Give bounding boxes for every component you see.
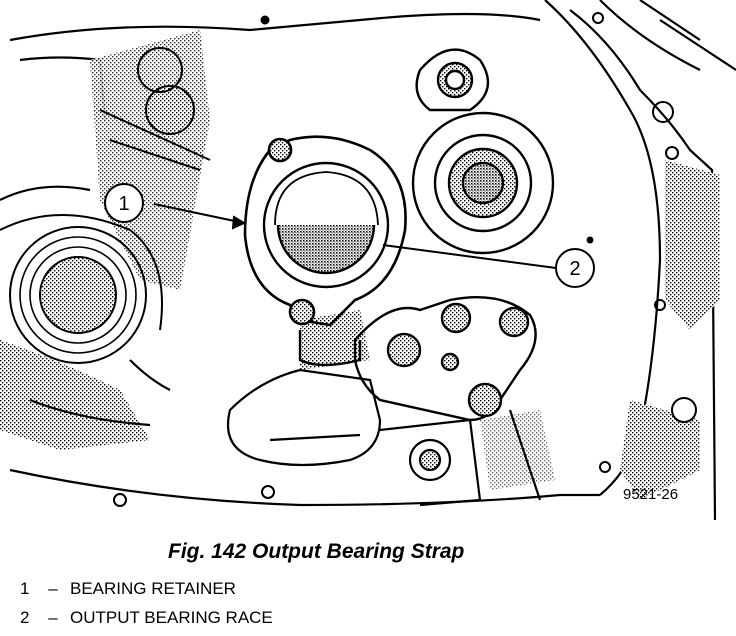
legend-item: 1–BEARING RETAINER: [20, 574, 273, 603]
case-bolts: [113, 12, 697, 507]
callout-2: 2: [555, 248, 595, 288]
legend-item-label: BEARING RETAINER: [70, 579, 236, 598]
transmission-diagram: 1 2: [0, 0, 736, 520]
leader-lines: [153, 203, 557, 269]
legend-item: 2–OUTPUT BEARING RACE: [20, 603, 273, 632]
figure-code: 9521-26: [623, 486, 679, 503]
legend: 1–BEARING RETAINER 2–OUTPUT BEARING RACE: [20, 574, 273, 632]
legend-item-dash: –: [48, 608, 58, 627]
legend-item-number: 1: [20, 579, 30, 598]
legend-item-number: 2: [20, 608, 30, 627]
right-bearing: [411, 111, 555, 255]
callout-1: 1: [104, 183, 144, 223]
callout-1-label: 1: [118, 193, 129, 215]
figure-caption: Fig. 142 Output Bearing Strap: [168, 540, 465, 563]
bearing-strap: [298, 295, 537, 422]
callout-2-label: 2: [569, 258, 580, 280]
upper-boss: [415, 48, 490, 112]
lower-case-features: [29, 359, 542, 507]
legend-item-label: OUTPUT BEARING RACE: [70, 608, 273, 627]
bearing-retainer: [243, 135, 407, 327]
upper-left-gears: [99, 47, 211, 171]
legend-item-dash: –: [48, 579, 58, 598]
transmission-case: [0, 0, 736, 520]
case-shading: [0, 30, 720, 500]
left-bearing: [0, 214, 163, 364]
output-bearing-race: [262, 161, 390, 289]
